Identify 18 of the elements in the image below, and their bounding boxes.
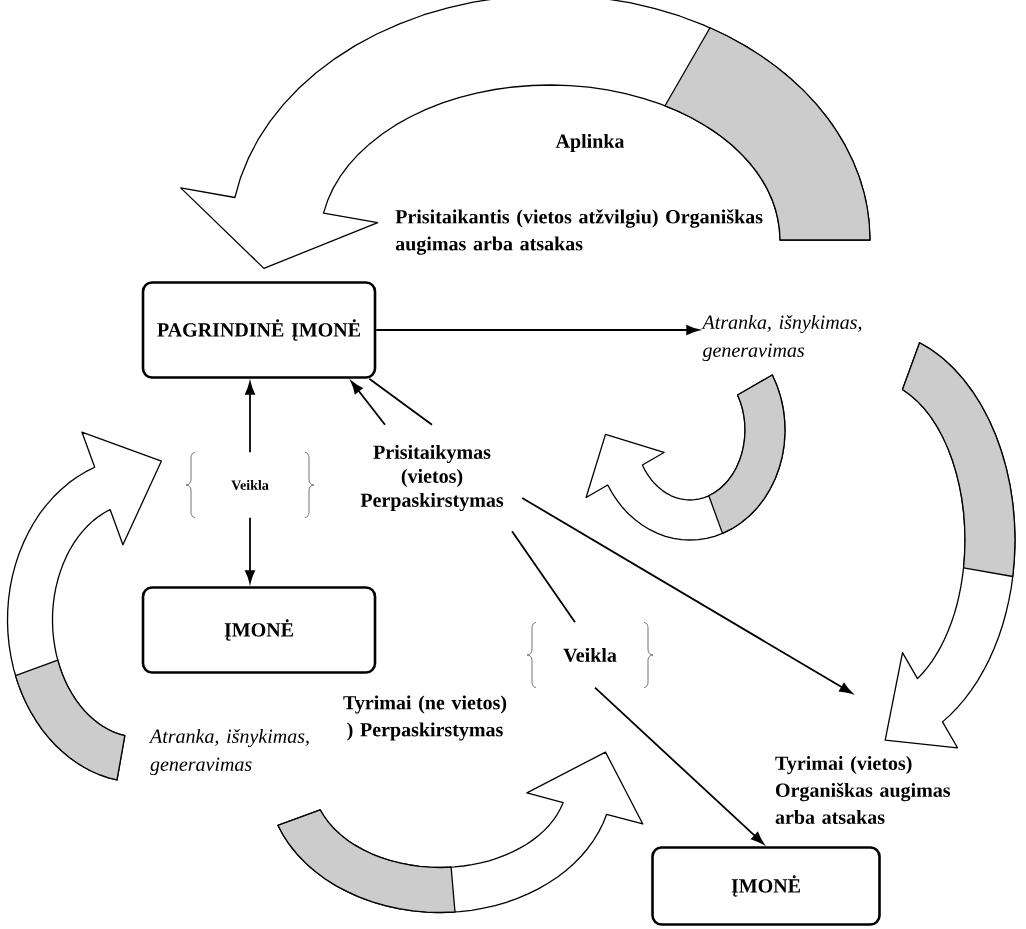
arrow xyxy=(375,325,700,335)
arrow xyxy=(521,497,853,694)
text-label: Aplinka xyxy=(555,133,625,153)
company-box: ĮMONĖ xyxy=(651,846,881,926)
arrow xyxy=(594,686,764,845)
braced-label: Veikla xyxy=(526,622,654,688)
text-label: Tyrimai (vietos) Organiškas augimas arba atsakas xyxy=(775,755,951,824)
node-label: Atranka, išnykimas, generavimas xyxy=(701,314,862,362)
company-box: ĮMONĖ xyxy=(141,586,377,674)
arrow xyxy=(350,381,386,426)
arrow xyxy=(245,516,255,584)
text-label: Prisitaikantis (vietos atžvilgiu) Organiškas augimas arba atsakas xyxy=(395,209,763,255)
node-label: Prisitaikymas (vietos) Perpaskirstymas xyxy=(360,444,504,512)
company-box: PAGRINDINĖ ĮMONĖ xyxy=(141,281,377,379)
text-label: Atranka, išnykimas, generavimas xyxy=(148,728,309,776)
text-label: Tyrimai (ne vietos) ) Perpaskirstymas xyxy=(343,695,507,741)
braced-label: Veikla xyxy=(185,452,315,518)
arrow xyxy=(245,381,255,454)
